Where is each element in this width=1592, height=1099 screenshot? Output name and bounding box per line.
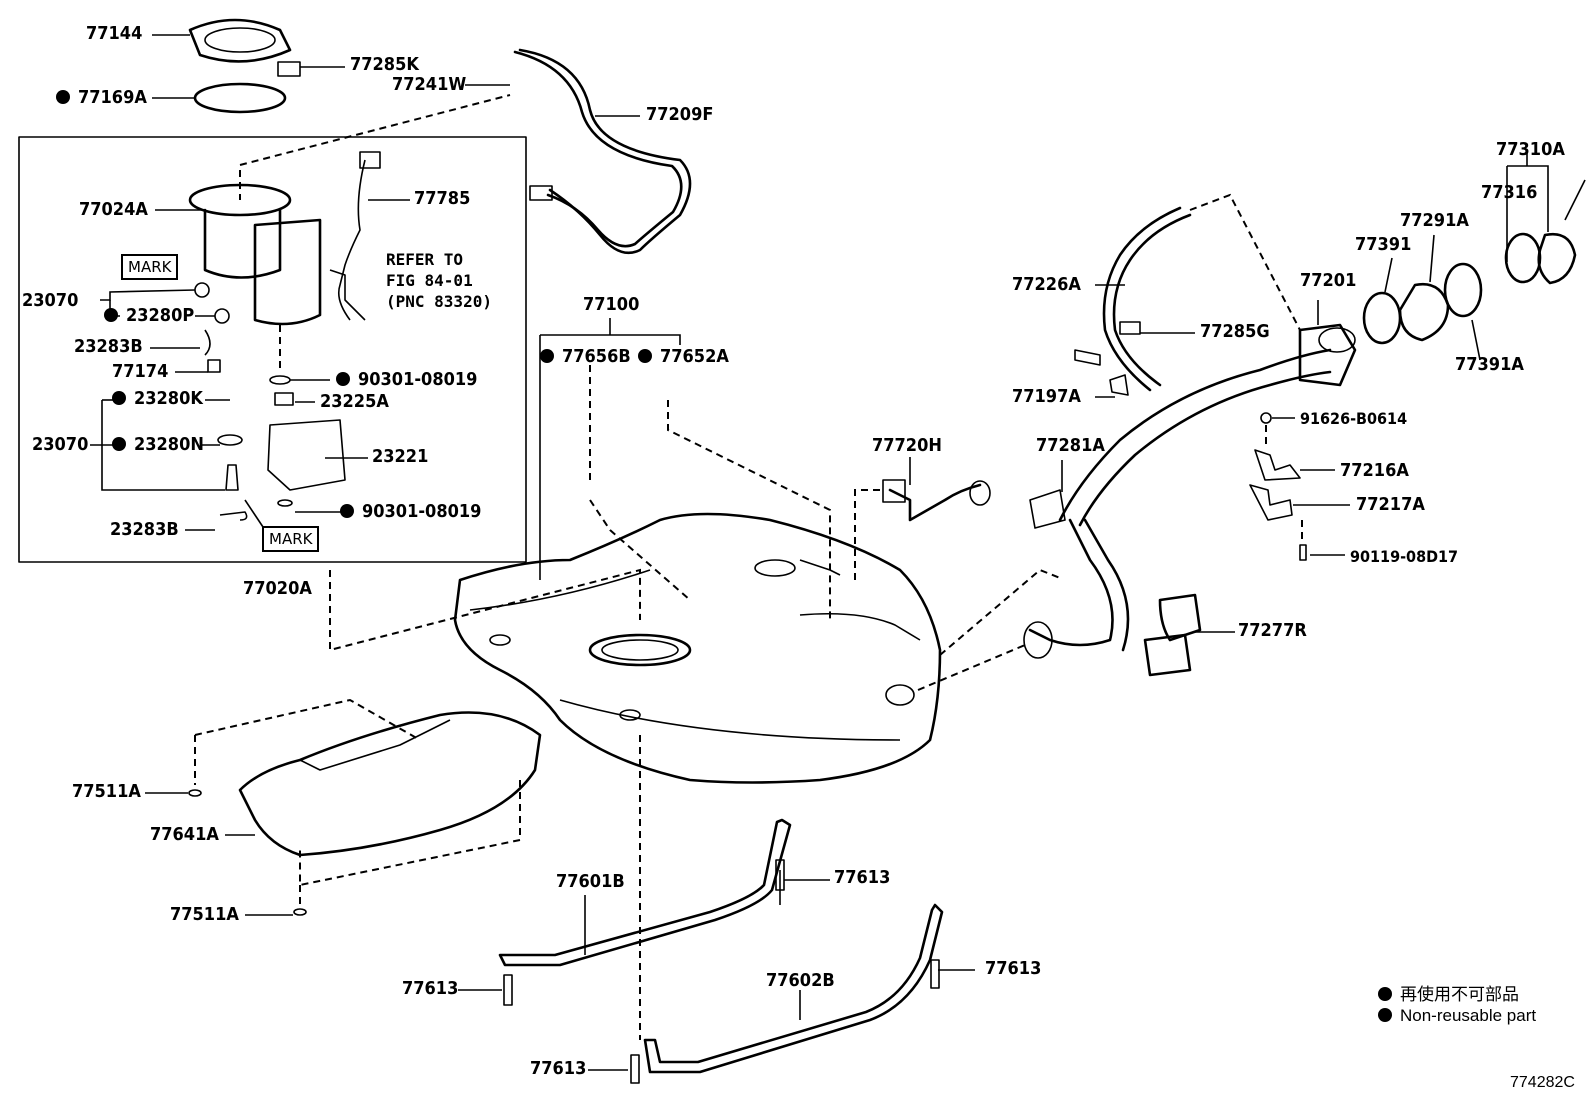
part-number: 23280K [134,388,203,409]
part-number: 77652A [660,346,729,367]
part-label: 90119-08D17 [1350,547,1459,566]
non-reusable-dot-icon [540,349,554,363]
part-label: 77277R [1238,620,1307,641]
non-reusable-dot-icon [340,504,354,518]
part-number: 23280P [126,305,195,326]
non-reusable-dot-icon [112,391,126,405]
diagram-code: 774282C [1510,1074,1575,1091]
part-label: 23283B [110,519,179,540]
part-label: 77226A [1012,274,1081,295]
part-label: 77785 [414,188,471,209]
part-number: 77169A [78,87,147,108]
part-label: 77602B [766,970,835,991]
part-label: 77144 [86,23,143,44]
part-label: 77656B [540,348,631,366]
part-label: 77613 [402,978,459,999]
part-label: 77511A [72,781,141,802]
part-label: 23280P [104,307,194,325]
part-label: 77024A [79,199,148,220]
part-number: 90301-08019 [362,501,482,522]
part-label: 77291A [1400,210,1469,231]
part-number: 90301-08019 [358,369,478,390]
part-label: 77613 [985,958,1042,979]
part-label: 77281A [1036,435,1105,456]
legend-non-reusable-en: Non-reusable part [1378,1006,1536,1026]
part-label: 77209F [646,104,714,125]
part-label: 77511A [170,904,239,925]
part-label: 77285G [1200,321,1270,342]
part-label: 77613 [530,1058,587,1079]
part-label: 23221 [372,446,429,467]
part-label: 77217A [1356,494,1425,515]
non-reusable-dot-icon [56,90,70,104]
legend-non-reusable-cn: 再使用不可部品 [1378,980,1519,1005]
part-number: 23280N [134,434,204,455]
part-label: 77310A [1496,139,1565,160]
part-label: 77613 [834,867,891,888]
part-label: 23070 [32,434,89,455]
part-label: 23225A [320,391,389,412]
part-label: 90301-08019 [340,503,481,521]
part-label: 77601B [556,871,625,892]
part-label: 77391A [1455,354,1524,375]
part-label: 77391 [1355,234,1412,255]
part-label: 91626-B0614 [1300,409,1408,428]
non-reusable-dot-icon [336,372,350,386]
non-reusable-dot-icon [112,437,126,451]
mark-box: MARK [121,254,179,280]
non-reusable-dot-icon [104,308,118,322]
part-label: 77169A [56,89,147,107]
part-number: 77656B [562,346,631,367]
part-label: 77201 [1300,270,1357,291]
part-label: 77174 [112,361,169,382]
legend-text: Non-reusable part [1400,1006,1537,1025]
part-label: 90301-08019 [336,371,477,389]
part-label: 77241W [392,74,467,95]
part-label: 77720H [872,435,942,456]
mark-box: MARK [262,526,320,552]
part-label: 23280K [112,390,203,408]
part-label: 77285K [350,54,419,75]
part-label: 23283B [74,336,143,357]
part-label: 77100 [583,294,640,315]
non-reusable-dot-icon [638,349,652,363]
part-label: 23280N [112,436,204,454]
legend-text: 再使用不可部品 [1400,985,1519,1004]
part-label: 77652A [638,348,729,366]
part-label: 77641A [150,824,219,845]
refer-note: REFER TO FIG 84-01 (PNC 83320) [386,250,492,311]
non-reusable-dot-icon [1378,1008,1392,1022]
part-label: 23070 [22,290,79,311]
part-label: 77020A [243,578,312,599]
part-label: 77197A [1012,386,1081,407]
part-label: 77316 [1481,182,1538,203]
part-label: 77216A [1340,460,1409,481]
non-reusable-dot-icon [1378,987,1392,1001]
